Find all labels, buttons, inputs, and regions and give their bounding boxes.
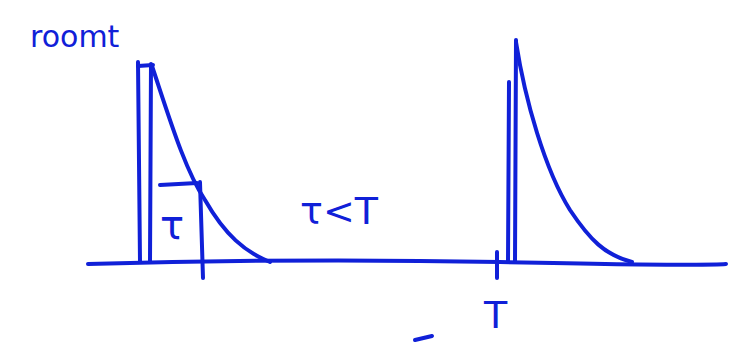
tau-marker [200,182,203,278]
pulse-edge [138,62,140,262]
axis-label: roomt [30,22,119,52]
condition-label: τ<T [300,192,378,230]
period-label: T [484,296,507,334]
decay-curve [152,66,270,262]
period-tick [495,252,499,278]
pulse-edge [150,64,151,262]
stray-stroke [415,336,432,340]
pulse-edge [515,40,516,262]
pulse-edge [508,82,509,262]
tau-label: τ [160,205,184,245]
tau-tick [160,183,197,185]
decay-curve [516,42,632,262]
